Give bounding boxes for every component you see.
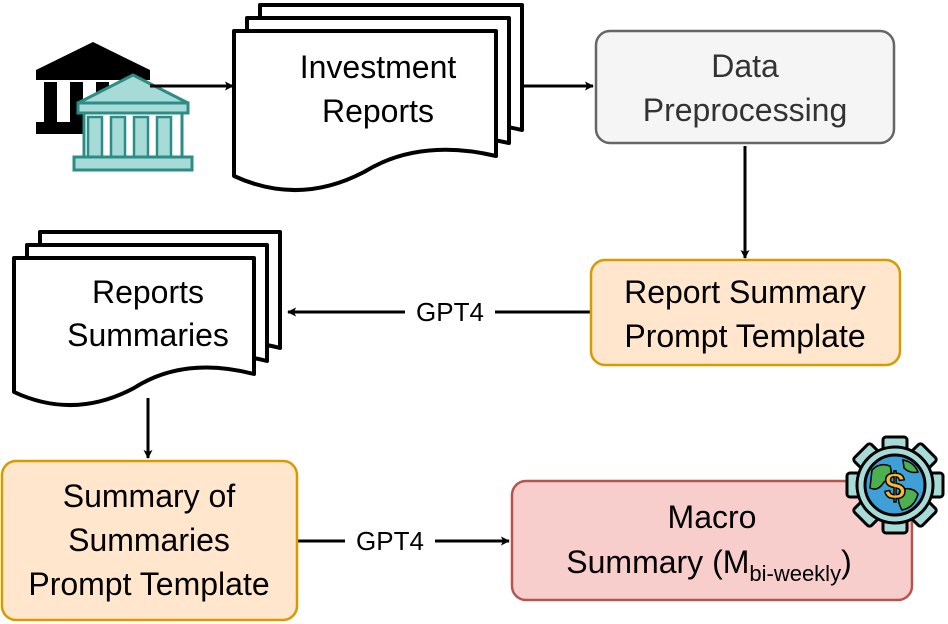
reports-summaries-label-2: Summaries <box>67 317 229 353</box>
sos-template-label-3: Prompt Template <box>28 566 269 602</box>
macro-summary-close-paren: ) <box>841 544 852 580</box>
macro-summary-label-1: Macro <box>668 499 757 535</box>
report-summary-template-node: Report Summary Prompt Template <box>589 258 902 367</box>
summary-of-summaries-template-node: Summary of Summaries Prompt Template <box>0 459 299 622</box>
data-preprocessing-label-2: Preprocessing <box>643 92 848 128</box>
edge-label-gpt4-macro: GPT4 <box>356 526 424 556</box>
macro-summary-label-2: Summary (Mbi-weekly) <box>566 544 851 586</box>
data-preprocessing-label-1: Data <box>711 48 779 84</box>
bank-icon-front <box>72 73 194 172</box>
globe-dollar-gear-icon: $ <box>845 435 945 535</box>
reports-summaries-label-1: Reports <box>92 274 204 310</box>
dollar-sign-glyph: $ <box>884 466 905 508</box>
investment-reports-label-2: Reports <box>322 93 434 129</box>
report-summary-template-label-1: Report Summary <box>624 274 866 310</box>
sos-template-label-1: Summary of <box>63 478 236 514</box>
investment-reports-node: Investment Reports <box>232 3 524 192</box>
macro-summary-main-text: Summary (M <box>566 544 749 580</box>
edge-label-gpt4-summaries: GPT4 <box>416 297 484 327</box>
bank-building-icon <box>36 42 194 172</box>
macro-summary-node: Macro Summary (Mbi-weekly) <box>510 479 914 602</box>
data-preprocessing-node: Data Preprocessing <box>594 29 896 145</box>
investment-reports-label-1: Investment <box>300 49 457 85</box>
sos-template-label-2: Summaries <box>68 522 230 558</box>
reports-summaries-node: Reports Summaries <box>12 230 282 407</box>
macro-summary-subscript: bi-weekly <box>749 561 841 586</box>
report-summary-template-label-2: Prompt Template <box>624 318 865 354</box>
